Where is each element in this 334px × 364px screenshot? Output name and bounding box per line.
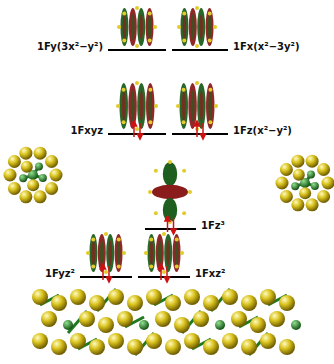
orbital-label: 1Fxz² [194,267,226,280]
energy-level [108,133,166,135]
orbital-label: 1Fxyz [69,124,104,137]
energy-level [145,228,196,230]
energy-level [138,276,190,278]
orbital-label: 1Fx(x²−3y²) [232,40,300,53]
electron-arrow [173,218,175,232]
electron-arrow [133,123,135,137]
orbital-isosurface [144,232,184,274]
energy-levels [80,50,228,280]
orbital-label: 1Fz(x²−y²) [232,124,293,137]
energy-level [172,49,228,51]
electron-arrow [108,266,110,280]
orbital-isosurface [148,160,192,224]
electron-arrow [139,123,141,137]
energy-level [80,276,132,278]
orbital-isosurface [86,232,126,274]
electron-arrow [102,266,104,280]
electron-arrow [202,123,204,137]
energy-level [172,133,228,135]
orbital-isosurface [116,81,158,131]
cluster-illustration [4,147,63,204]
orbital-label: 1Fz³ [200,219,226,232]
energy-level [108,49,166,51]
orbital-isosurface [117,6,157,48]
orbital-label: 1Fyz² [44,267,76,280]
cluster-illustration [276,155,334,212]
electron-arrow [167,218,169,232]
electron-arrow [166,266,168,280]
cluster-slab-illustration [32,289,301,355]
orbital-isosurface [177,6,217,48]
electron-arrow [196,123,198,137]
orbital-label: 1Fy(3x²−y²) [36,40,104,53]
electron-arrow [160,266,162,280]
